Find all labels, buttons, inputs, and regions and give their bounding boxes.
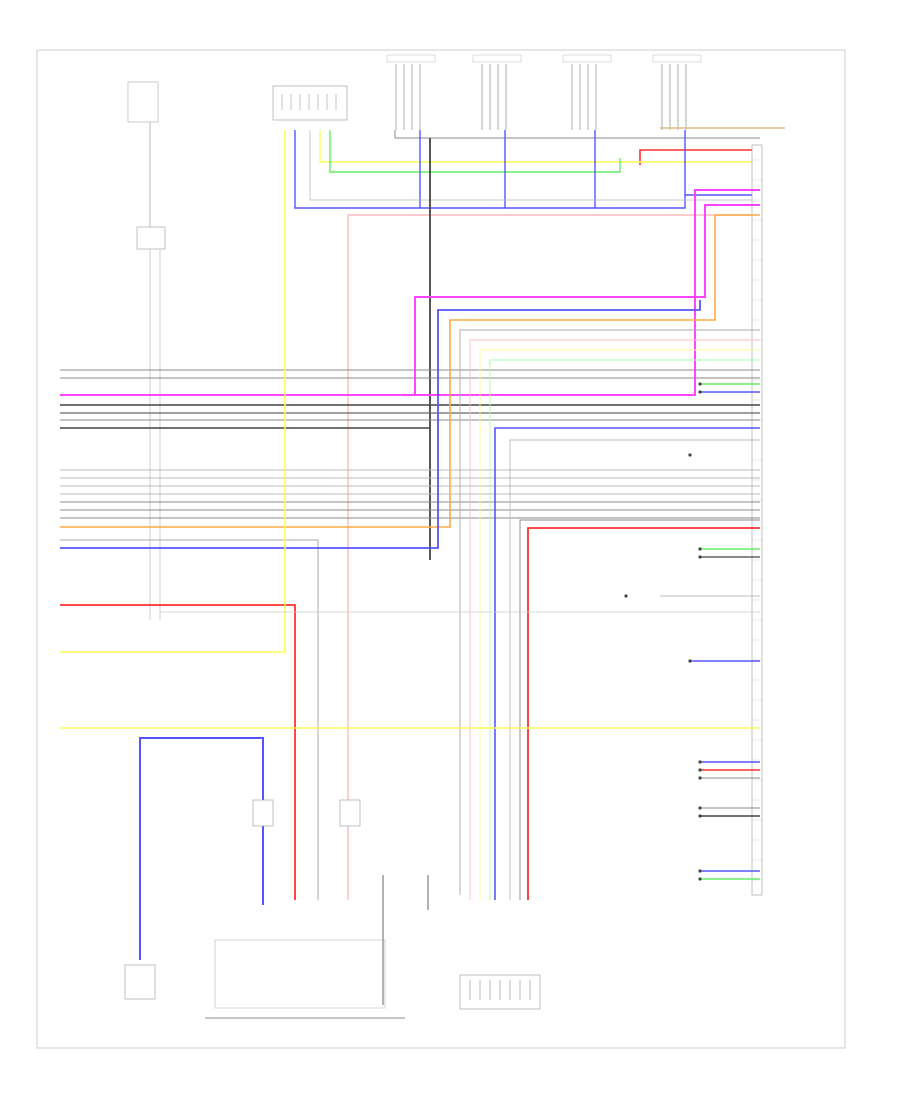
left-wire-bundle xyxy=(60,189,760,900)
top-wires xyxy=(294,127,785,900)
right-stub-wires xyxy=(660,383,760,880)
relay-component xyxy=(136,226,166,620)
terminal-dots xyxy=(624,382,702,881)
pedal-sensor-right xyxy=(339,799,361,827)
top-switch-group-4 xyxy=(652,54,702,130)
pedal-sensor-left xyxy=(252,799,274,827)
bottom-connector xyxy=(459,974,541,1010)
lower-left-wires xyxy=(60,130,760,960)
top-switch-group-3 xyxy=(562,54,612,130)
top-sensor-connector xyxy=(272,85,348,121)
top-switch-group-1 xyxy=(386,54,436,130)
top-left-fuse xyxy=(127,81,159,230)
diagram-frame xyxy=(36,49,846,1049)
top-switch-group-2 xyxy=(472,54,522,130)
steering-sensor-left xyxy=(124,964,156,1000)
accelerator-assembly xyxy=(205,875,429,1019)
